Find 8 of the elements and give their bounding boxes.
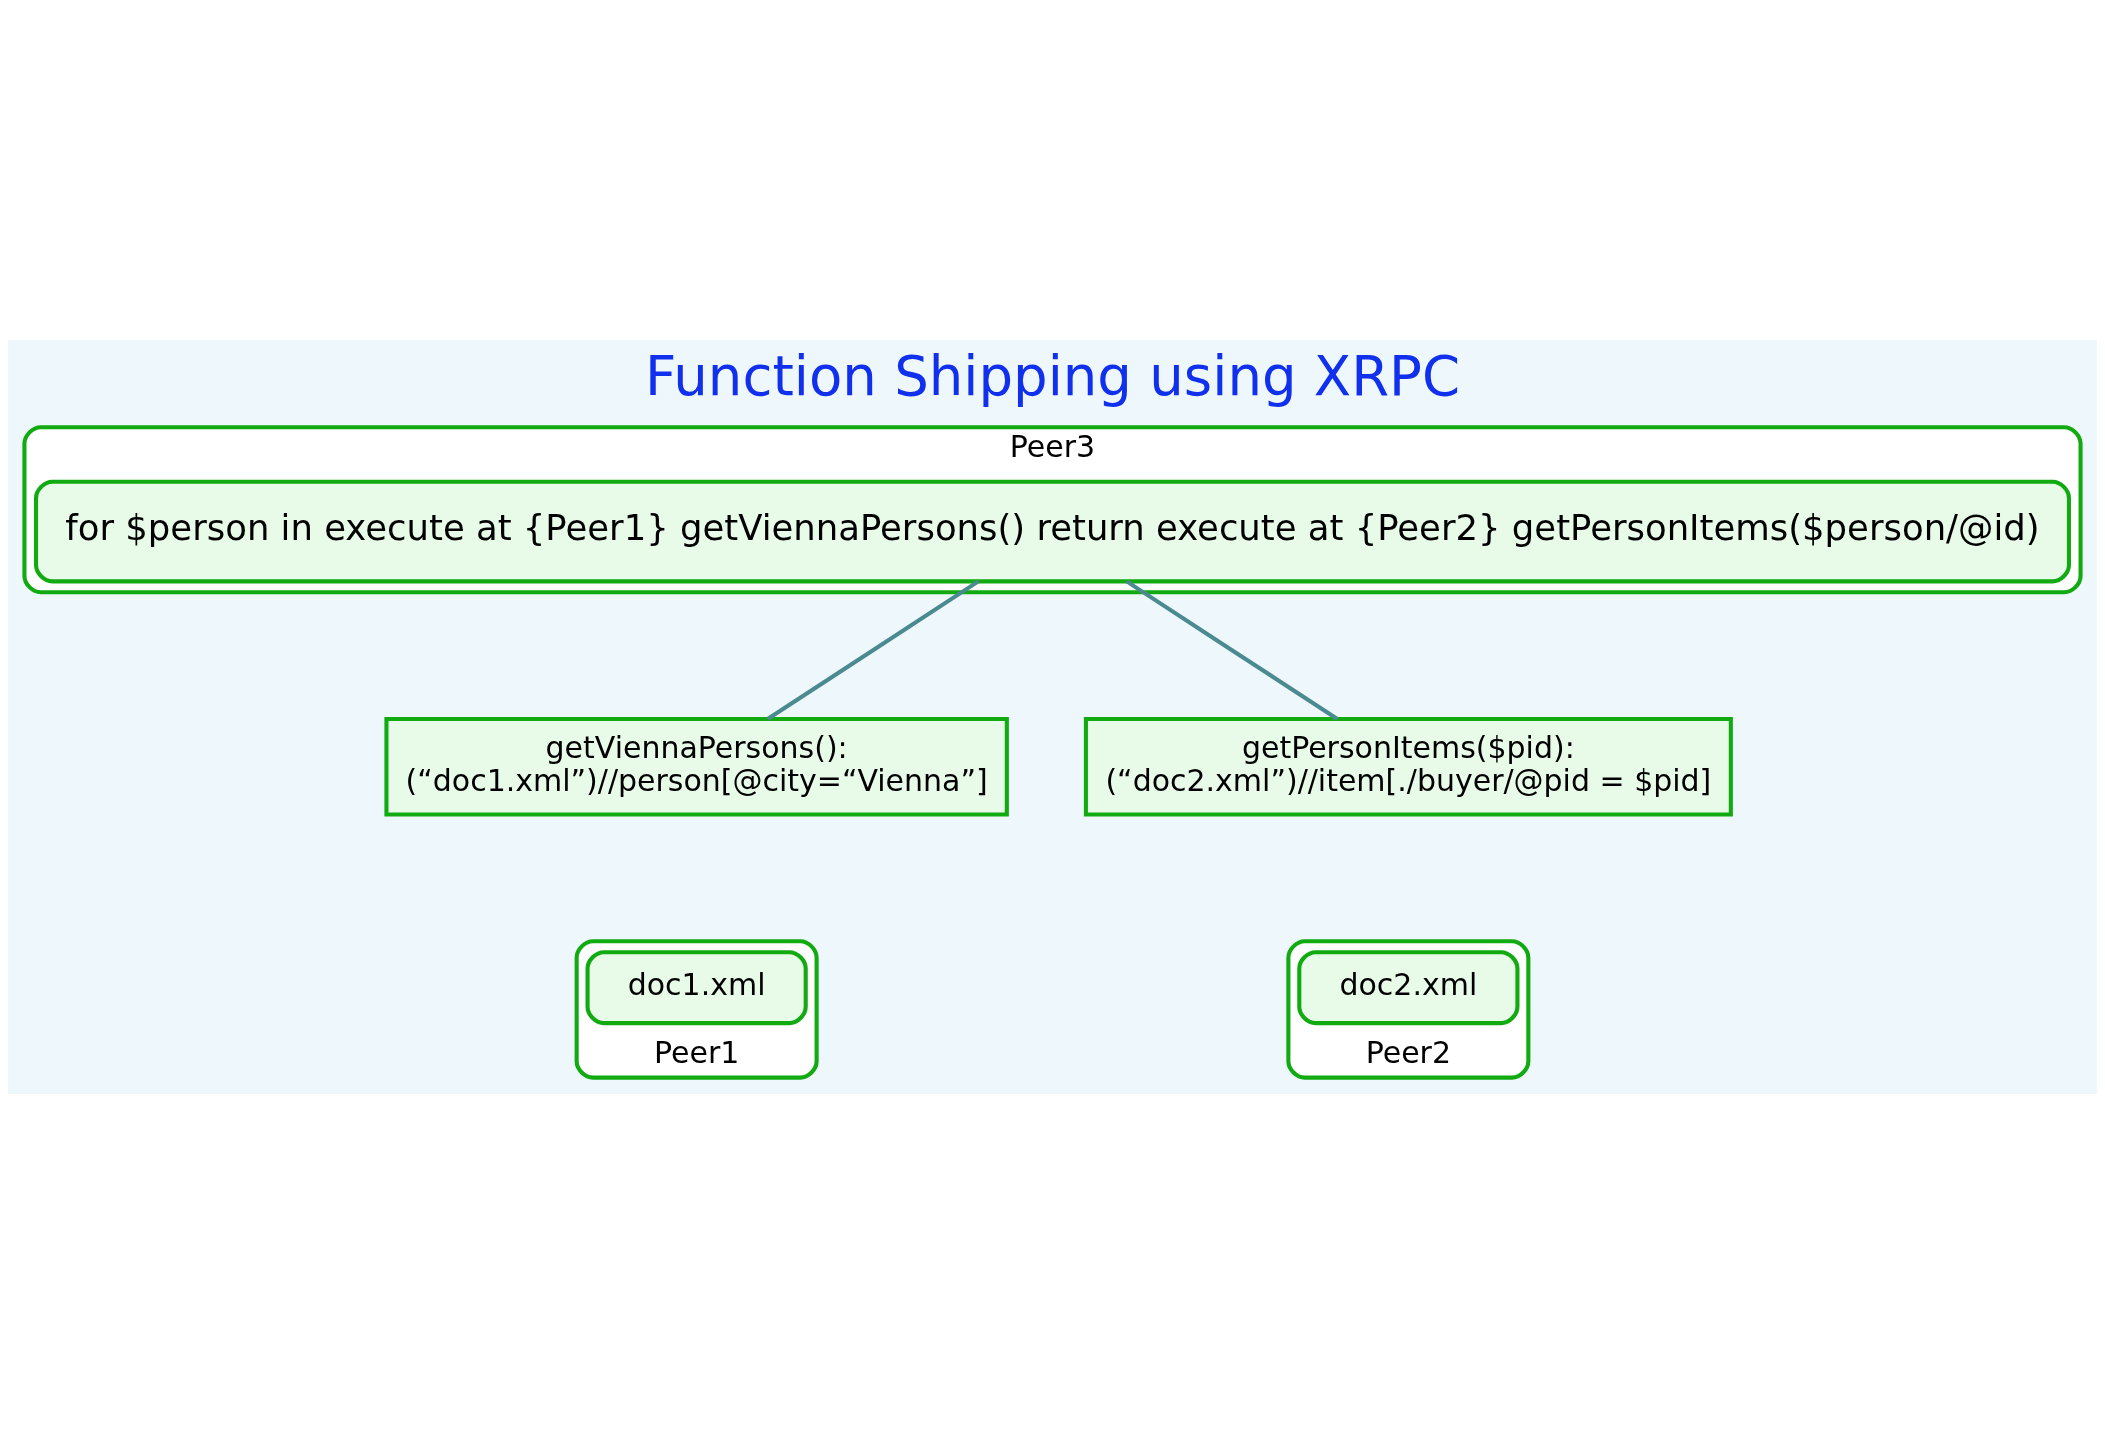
node-box: for $person in execute at {Peer1} getViennaPersons() return execute at {Peer2} getPersonItems($person/@id) [34,479,2071,584]
node-box: doc2.xml [1297,950,1520,1026]
node-box: doc1.xml [585,950,808,1026]
diagram-title: Function Shipping using XRPC [644,343,1461,408]
connector [766,579,980,721]
node-box: getPersonItems($pid): (“doc2.xml”)//item[./buyer/@pid = $pid] [1083,717,1733,817]
connector [1125,579,1339,721]
node-box: getViennaPersons(): (“doc1.xml”)//person[@city=“Vienna”] [384,717,1009,817]
